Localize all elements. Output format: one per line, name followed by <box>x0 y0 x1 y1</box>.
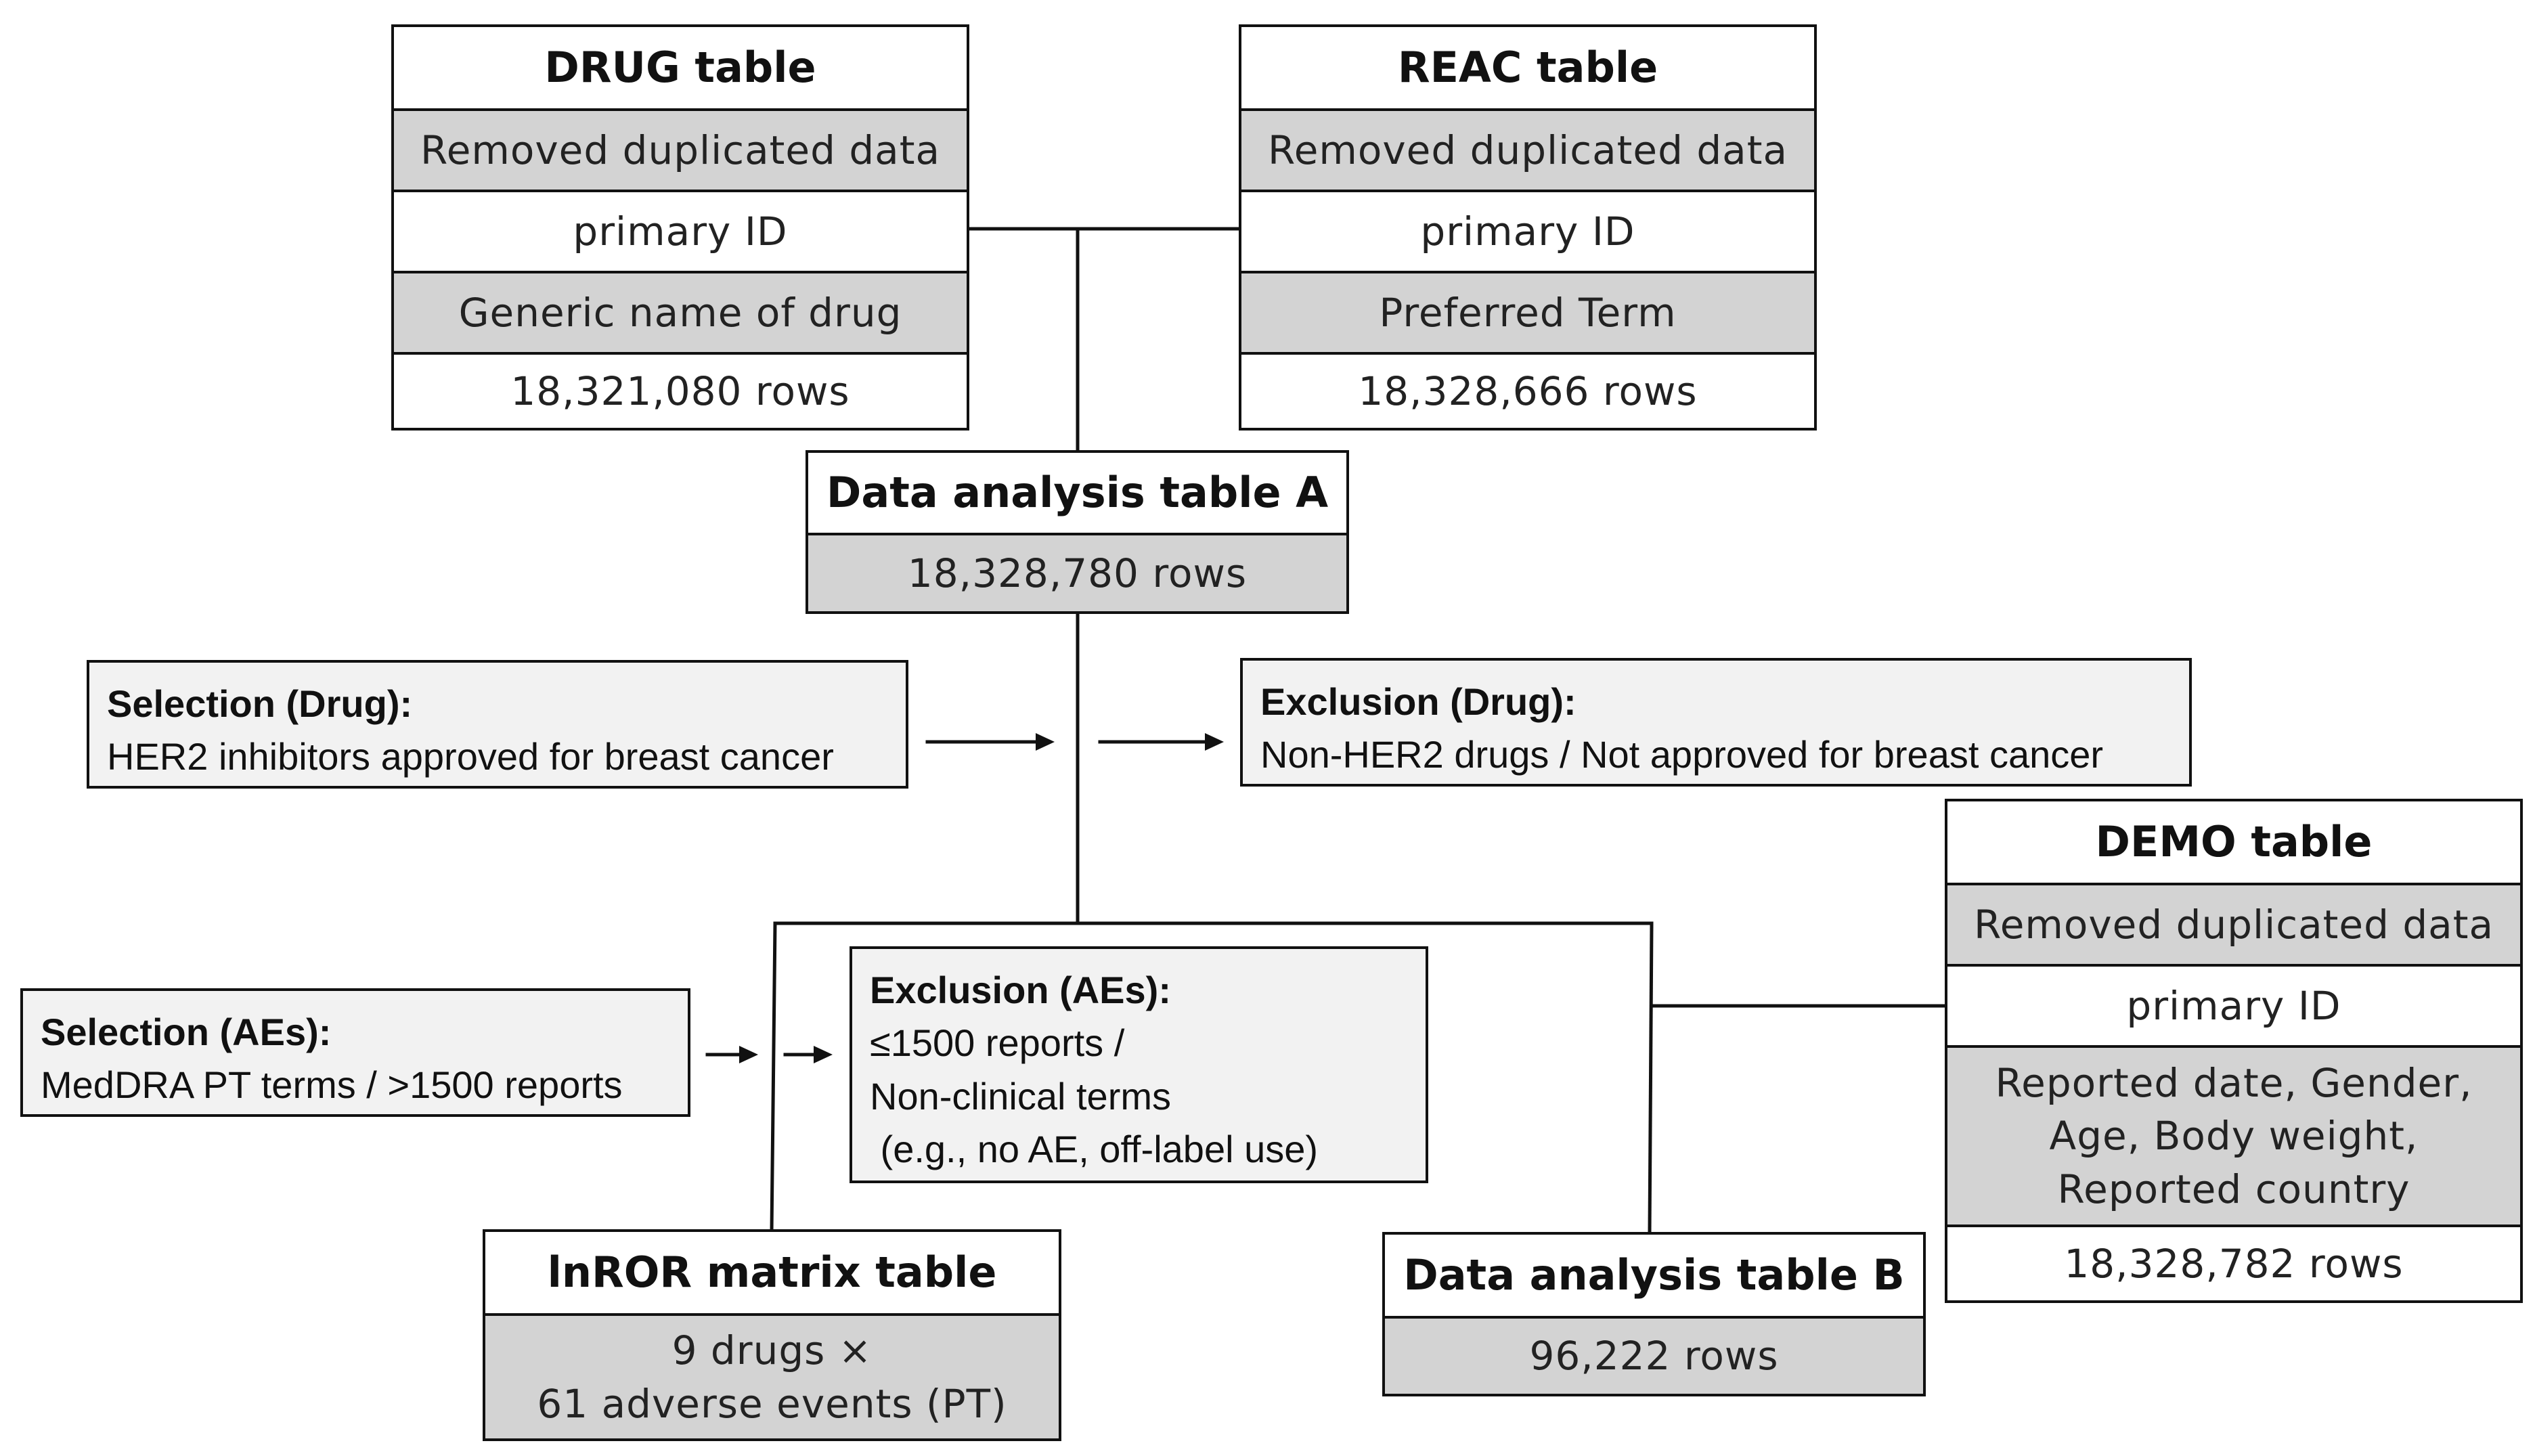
lnror-matrix-table-drugs: 9 drugs × <box>671 1327 873 1374</box>
exclusion-aes-line-1: ≤1500 reports / <box>870 1021 1125 1065</box>
exclusion-drug-text: Non-HER2 drugs / Not approved for breast… <box>1260 733 2104 776</box>
analysis-table-b: Data analysis table B 96,222 rows <box>1382 1232 1926 1396</box>
exclusion-aes-line-2: Non-clinical terms <box>870 1074 1171 1118</box>
drug-table-dedup: Removed duplicated data <box>394 108 967 190</box>
reac-table-row-count: 18,328,666 rows <box>1241 352 1814 428</box>
selection-drug-box: Selection (Drug): HER2 inhibitors approv… <box>87 660 908 789</box>
drug-table-row-count: 18,321,080 rows <box>394 352 967 428</box>
exclusion-drug-box: Exclusion (Drug): Non-HER2 drugs / Not a… <box>1240 658 2192 787</box>
exclusion-aes-title: Exclusion (AEs): <box>870 969 1171 1011</box>
demo-table-row-count: 18,328,782 rows <box>1947 1225 2520 1300</box>
selection-aes-text: MedDRA PT terms / >1500 reports <box>41 1063 623 1107</box>
split-left-drop <box>770 921 777 1233</box>
exclusion-aes-line-3: (e.g., no AE, off-label use) <box>870 1128 1319 1171</box>
exclusion-drug-title: Exclusion (Drug): <box>1260 680 1577 723</box>
analysis-table-a: Data analysis table A 18,328,780 rows <box>806 450 1349 614</box>
demo-table-fields-line-1: Reported date, Gender, <box>1995 1060 2473 1107</box>
selection-aes-title: Selection (AEs): <box>41 1011 332 1053</box>
analysis-table-a-row-count: 18,328,780 rows <box>808 533 1346 611</box>
analysis-table-a-title: Data analysis table A <box>826 468 1329 518</box>
demo-table-fields: Reported date, Gender, Age, Body weight,… <box>1947 1045 2520 1225</box>
selection-aes-box: Selection (AEs): MedDRA PT terms / >1500… <box>20 988 690 1117</box>
reac-table-primary-id: primary ID <box>1241 190 1814 271</box>
demo-table-dedup: Removed duplicated data <box>1947 883 2520 964</box>
demo-table: DEMO table Removed duplicated data prima… <box>1945 799 2523 1303</box>
arrowhead-exclusion-aes <box>814 1046 833 1063</box>
selection-drug-text: HER2 inhibitors approved for breast canc… <box>107 735 834 778</box>
split-right-drop <box>1648 921 1654 1234</box>
arrowhead-selection-aes <box>739 1046 758 1063</box>
demo-table-title: DEMO table <box>2095 817 2373 867</box>
drug-table-primary-id: primary ID <box>394 190 967 271</box>
reac-table: REAC table Removed duplicated data prima… <box>1239 24 1817 431</box>
exclusion-aes-box: Exclusion (AEs): ≤1500 reports / Non-cli… <box>850 946 1428 1183</box>
demo-table-primary-id: primary ID <box>1947 964 2520 1045</box>
demo-table-fields-line-3: Reported country <box>2057 1166 2410 1212</box>
demo-table-fields-line-2: Age, Body weight, <box>2049 1113 2419 1160</box>
arrowhead-selection-drug <box>1036 733 1055 751</box>
analysis-table-b-row-count: 96,222 rows <box>1385 1316 1923 1394</box>
selection-drug-title: Selection (Drug): <box>107 682 413 725</box>
lnror-matrix-table-dims: 9 drugs × 61 adverse events (PT) <box>485 1313 1059 1438</box>
drug-table-generic-name: Generic name of drug <box>394 271 967 352</box>
drug-table: DRUG table Removed duplicated data prima… <box>391 24 969 431</box>
lnror-matrix-table-title: lnROR matrix table <box>547 1248 997 1298</box>
reac-table-dedup: Removed duplicated data <box>1241 108 1814 190</box>
lnror-matrix-table-aes: 61 adverse events (PT) <box>537 1380 1007 1427</box>
lnror-matrix-table: lnROR matrix table 9 drugs × 61 adverse … <box>483 1229 1061 1441</box>
arrowhead-exclusion-drug <box>1205 733 1224 751</box>
drug-table-title: DRUG table <box>544 43 816 93</box>
reac-table-preferred-term: Preferred Term <box>1241 271 1814 352</box>
reac-table-title: REAC table <box>1397 43 1658 93</box>
analysis-table-b-title: Data analysis table B <box>1403 1250 1905 1300</box>
